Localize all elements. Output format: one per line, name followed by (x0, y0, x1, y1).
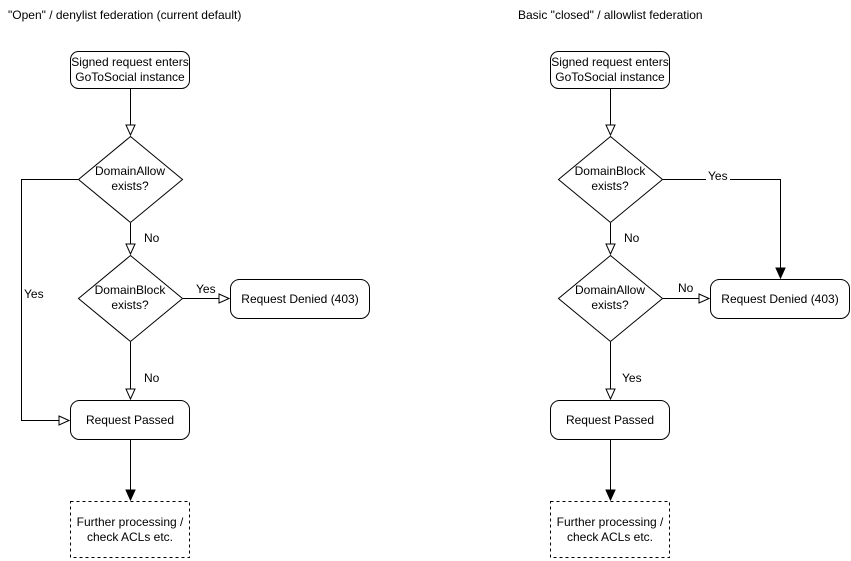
right-denied-node-shape (710, 279, 850, 319)
right-passed-node-shape (550, 400, 670, 440)
right-diagram-shapes (550, 51, 850, 558)
left-decision1-diamond (77, 135, 184, 224)
left-decision2-diamond (77, 254, 184, 343)
right-decision2-diamond (557, 254, 664, 343)
left-denied-node-shape (230, 279, 370, 319)
right-diagram-edges (611, 89, 781, 500)
right-edge-decision1-yes-to-denied (663, 179, 781, 279)
left-diagram-edges (21, 89, 230, 500)
right-further-node-shape (550, 501, 670, 558)
left-decision1-yes-label: Yes (22, 287, 46, 301)
right-decision1-no-label: No (622, 231, 642, 245)
left-passed-node-shape (70, 400, 190, 440)
right-decision2-no-label: No (676, 281, 696, 295)
left-diagram-shapes (70, 51, 370, 558)
left-decision2-no-label: No (142, 371, 162, 385)
right-start-node-shape (550, 51, 670, 89)
right-decision1-diamond (557, 135, 664, 224)
right-decision1-yes-label: Yes (706, 169, 730, 183)
left-start-node-shape (70, 51, 190, 89)
left-decision2-yes-label: Yes (194, 282, 218, 296)
right-decision2-yes-label: Yes (620, 371, 644, 385)
left-diagram-title: "Open" / denylist federation (current de… (8, 8, 242, 22)
left-edge-decision1-yes-loop-to-passed (21, 179, 78, 421)
right-diagram-title: Basic "closed" / allowlist federation (518, 8, 703, 22)
left-decision1-no-label: No (142, 231, 162, 245)
left-further-node-shape (70, 501, 190, 558)
